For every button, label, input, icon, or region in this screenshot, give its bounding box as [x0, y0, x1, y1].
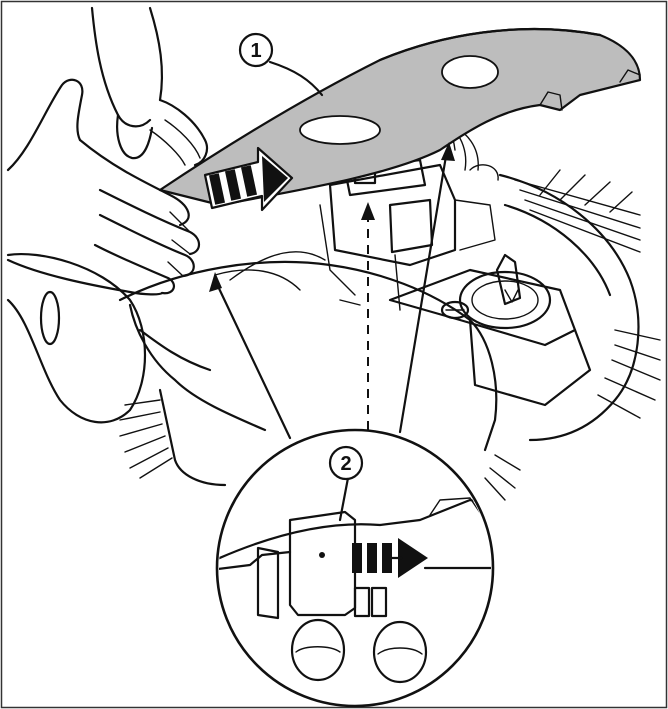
engine-cover	[158, 27, 642, 207]
callout-1: 1	[238, 32, 324, 97]
machine-body	[6, 169, 661, 501]
callout-2: 2	[328, 445, 364, 481]
detail-zoom-circle	[215, 428, 495, 708]
detail-pointer-lines	[209, 142, 455, 440]
callout-2-label: 2	[340, 453, 351, 475]
hands	[6, 6, 209, 296]
push-direction-arrow-icon	[203, 146, 294, 212]
callout-1-label: 1	[250, 40, 261, 62]
push-direction-arrow-icon	[352, 538, 428, 578]
